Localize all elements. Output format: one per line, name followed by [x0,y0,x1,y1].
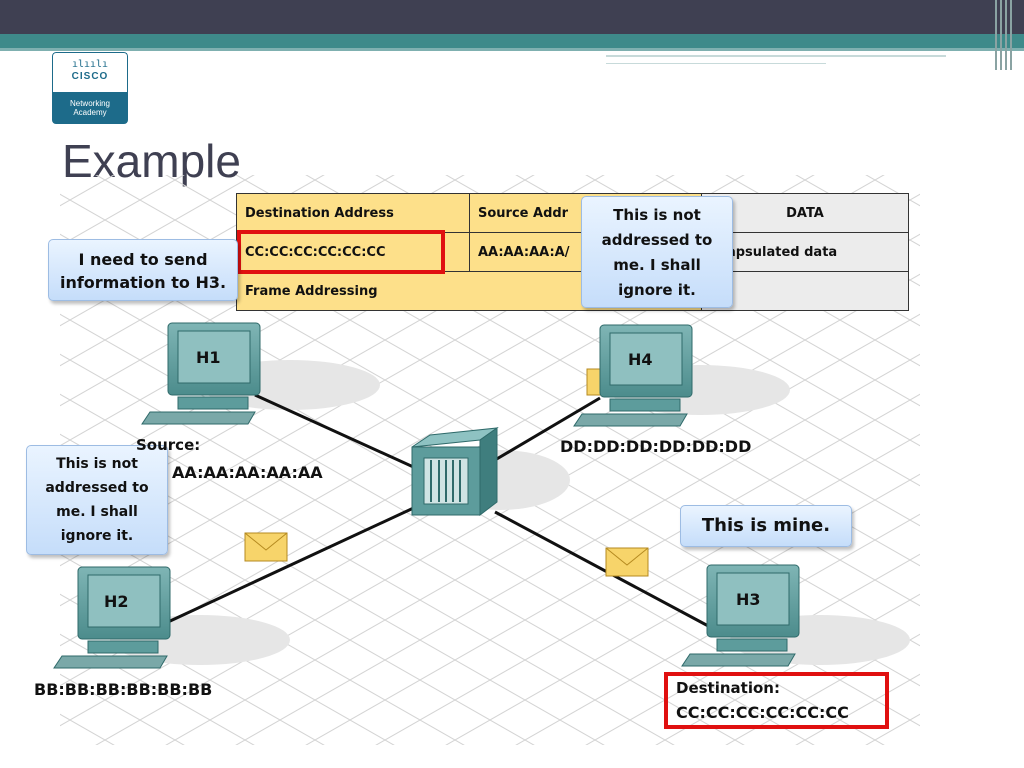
host-name-h3: H3 [736,590,761,609]
logo-subtitle: Networking [69,99,110,108]
destination-highlight [237,230,445,274]
top-bar [0,0,1024,34]
bubble-text: This is mine. [701,515,831,536]
accent-line [606,55,946,57]
bubble-text: I need to send [78,250,208,269]
computer-h4-icon [573,324,693,427]
bubble-text: ignore it. [618,281,696,299]
destination-label-highlight [664,672,889,729]
host-name-h1: H1 [196,348,221,367]
speech-bubble-h4: This is not addressed to me. I shall ign… [581,196,733,308]
bubble-text: me. I shall [613,256,701,274]
speech-bubble-h3: This is mine. [680,505,852,547]
link-h1-switch [254,393,421,472]
bubble-text: ignore it. [60,528,134,544]
cisco-logo: ılıılı CISCO Networking Academy [52,52,128,124]
destination-label: Destination: [676,679,780,697]
teal-band [0,34,1024,48]
computer-h2-icon [53,566,171,669]
envelope-icon [605,547,649,577]
table-footer-empty [701,271,909,311]
cisco-bars-icon: ılıılı [71,59,109,70]
table-cell-data: ncapsulated data [701,232,909,272]
speech-bubble-h2: This is not addressed to me. I shall ign… [26,445,168,555]
decorative-stripes [995,0,1024,70]
speech-bubble-h1: I need to send information to H3. [48,239,238,301]
link-h2-switch [167,503,421,624]
bubble-text: addressed to [601,231,713,249]
table-cell-destination: CC:CC:CC:CC:CC:CC [236,232,470,272]
computer-h3-icon [681,564,800,667]
logo-brand: CISCO [71,71,109,82]
host-name-h4: H4 [628,350,653,369]
switch-icon [411,427,499,517]
link-h4-switch [494,396,601,462]
bubble-text: This is not [613,206,701,224]
accent-line [606,63,826,64]
bubble-text: me. I shall [56,504,138,520]
bubble-text: This is not [56,456,138,472]
bubble-text: addressed to [45,480,149,496]
table-header-data: DATA [701,193,909,233]
logo-subtitle: Academy [73,108,107,117]
source-label: Source: [136,436,201,454]
host-name-h2: H2 [104,592,129,611]
destination-mac: CC:CC:CC:CC:CC:CC [676,703,849,722]
source-mac: AA:AA:AA:AA:AA [172,463,323,482]
bubble-text: information to H3. [59,273,227,292]
h2-mac: BB:BB:BB:BB:BB:BB [34,680,213,699]
table-header-destination: Destination Address [236,193,470,233]
teal-band-light [0,48,1024,51]
link-h3-switch [494,510,713,630]
envelope-icon [244,532,288,562]
h4-mac: DD:DD:DD:DD:DD:DD [560,437,752,456]
computer-h1-icon [141,322,261,425]
